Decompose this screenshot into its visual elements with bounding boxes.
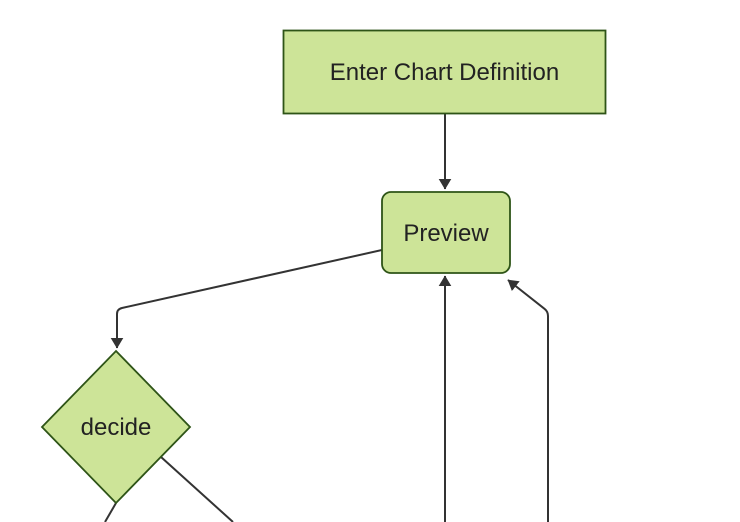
edge-decide-to-offscreen-left xyxy=(104,502,117,522)
edge-bottom-right-to-preview xyxy=(507,279,549,522)
decide-diamond xyxy=(40,349,192,505)
decide-label: decide xyxy=(81,414,152,441)
edge-decide-to-offscreen-right xyxy=(160,456,234,522)
preview-label: Preview xyxy=(403,220,489,247)
edges-layer xyxy=(104,114,549,522)
edge-preview-to-decide xyxy=(110,249,383,349)
enter-chart-definition-label: Enter Chart Definition xyxy=(330,59,559,86)
node-enter-chart-definition: Enter Chart Definition xyxy=(282,29,607,115)
node-preview: Preview xyxy=(381,191,511,274)
node-decide: decide xyxy=(40,349,192,505)
enter-chart-definition-box xyxy=(282,29,607,115)
preview-box xyxy=(381,191,511,274)
